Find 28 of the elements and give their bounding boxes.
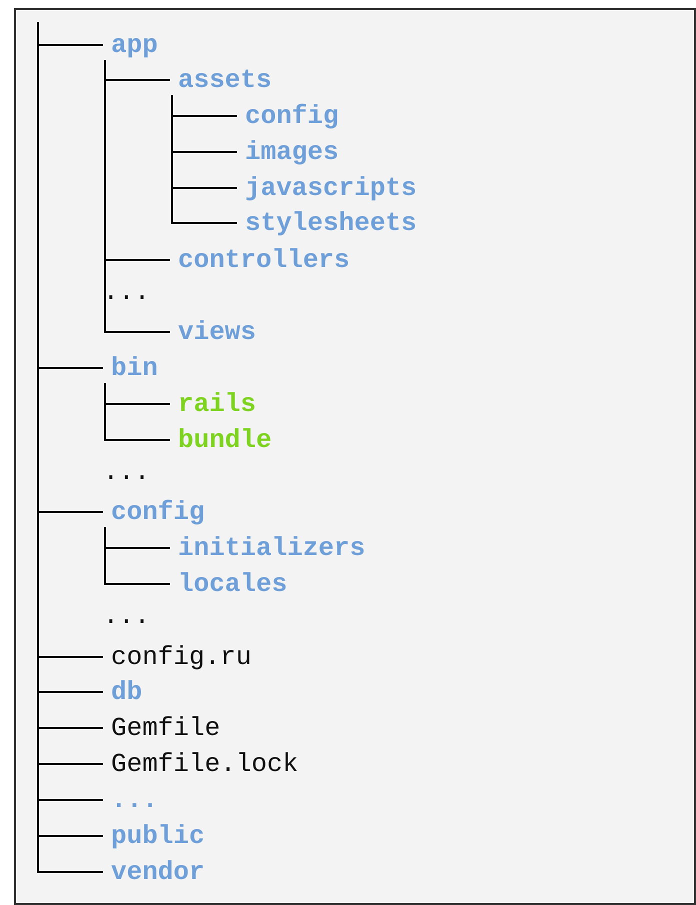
ellipsis-text: ... [103, 277, 150, 307]
folder-name: bin [111, 353, 158, 383]
tree-connector [104, 60, 170, 333]
folder-name: public [111, 821, 205, 851]
folder-name: javascripts [245, 173, 417, 203]
file-name: Gemfile.lock [111, 749, 298, 779]
file-name: bundle [178, 425, 272, 455]
folder-name: config [245, 101, 339, 131]
file-name: rails [178, 389, 256, 419]
file-name: config.ru [111, 642, 252, 672]
ellipsis-text: ... [103, 601, 150, 631]
folder-name: views [178, 317, 256, 347]
tree-connector [171, 95, 237, 224]
ellipsis-text: ... [103, 457, 150, 487]
folder-name: assets [178, 65, 272, 95]
tree-connector [104, 527, 170, 585]
folder-name: ... [111, 785, 158, 815]
folder-name: locales [178, 569, 288, 599]
file-name: Gemfile [111, 713, 220, 743]
folder-name: vendor [111, 857, 205, 887]
folder-name: config [111, 497, 205, 527]
folder-name: db [111, 677, 142, 707]
folder-name: images [245, 137, 339, 167]
folder-name: stylesheets [245, 208, 417, 238]
tree-connector [104, 383, 170, 441]
folder-name: controllers [178, 245, 350, 275]
folder-name: initializers [178, 533, 366, 563]
folder-name: app [111, 30, 158, 60]
